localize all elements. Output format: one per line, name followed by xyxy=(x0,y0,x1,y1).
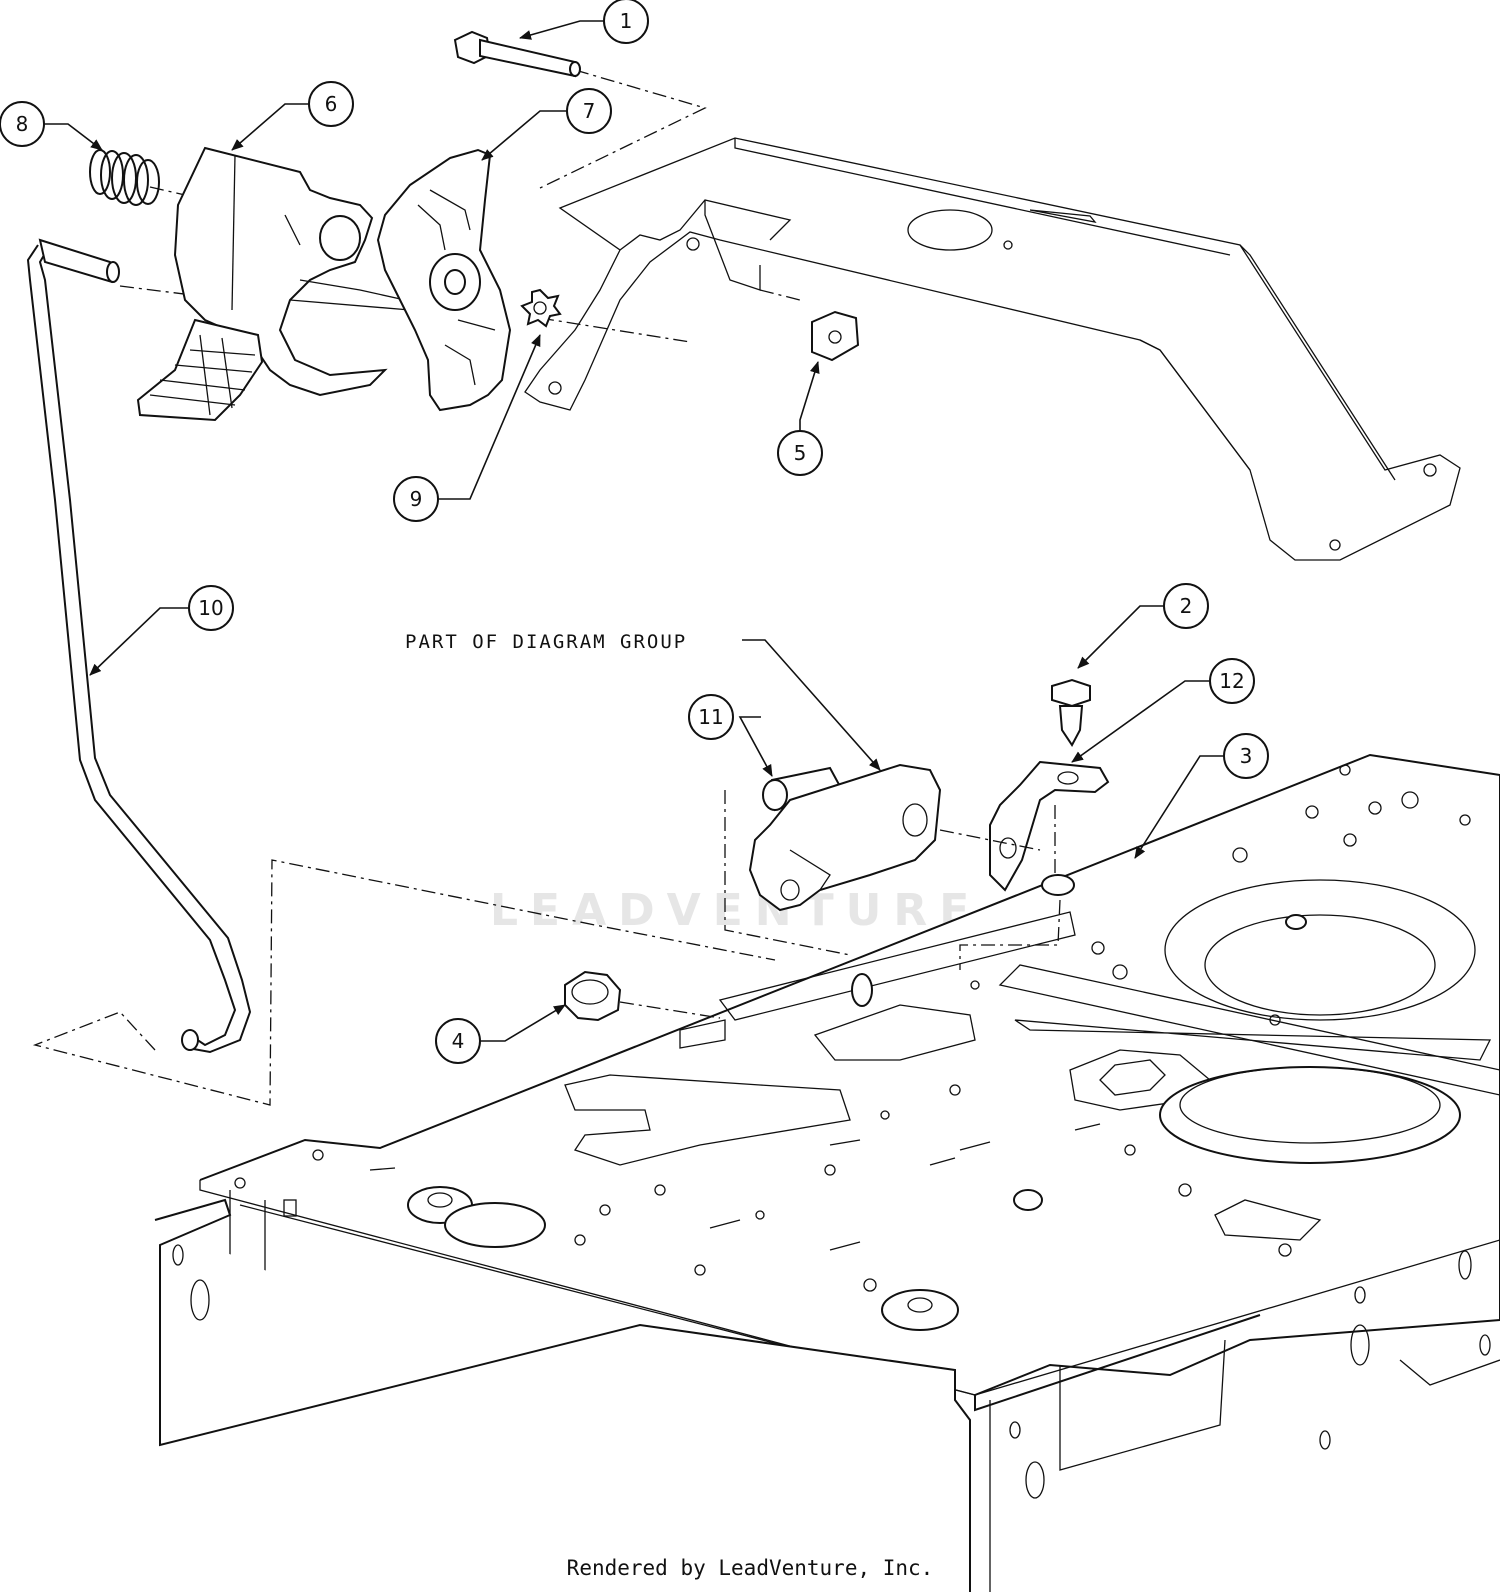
callout-6-label: 6 xyxy=(325,92,338,116)
callout-2: 2 xyxy=(1163,583,1209,629)
callout-12-label: 12 xyxy=(1219,669,1244,693)
part-9-star-washer xyxy=(520,288,562,328)
part-2-screw xyxy=(1051,678,1091,747)
callout-8: 8 xyxy=(0,101,45,147)
callout-11-label: 11 xyxy=(698,705,723,729)
part-12-bracket xyxy=(989,760,1110,892)
part-10-rod xyxy=(26,238,252,1054)
part-11-lever-arm xyxy=(748,763,942,912)
callout-3-label: 3 xyxy=(1240,744,1253,768)
part-1-bolt xyxy=(453,30,581,78)
render-credit-footer: Rendered by LeadVenture, Inc. xyxy=(566,1556,934,1580)
callout-10-label: 10 xyxy=(198,596,223,620)
part-5-clip xyxy=(811,310,860,362)
callout-6: 6 xyxy=(308,81,354,127)
callout-10: 10 xyxy=(188,585,234,631)
callout-8-label: 8 xyxy=(16,112,29,136)
part-6-pedal-housing xyxy=(136,146,411,422)
callout-5: 5 xyxy=(777,430,823,476)
callout-4: 4 xyxy=(435,1018,481,1064)
part-7-ratchet-plate xyxy=(376,148,512,412)
callout-2-label: 2 xyxy=(1180,594,1193,618)
callout-12: 12 xyxy=(1209,658,1255,704)
pedal-mount-bracket xyxy=(524,137,1461,561)
callout-1: 1 xyxy=(603,0,649,44)
callout-5-label: 5 xyxy=(794,441,807,465)
callout-7: 7 xyxy=(566,88,612,134)
part-4-nut xyxy=(564,970,622,1022)
callout-7-label: 7 xyxy=(583,99,596,123)
frame-deck xyxy=(154,753,1500,1592)
callout-9: 9 xyxy=(393,476,439,522)
callout-11: 11 xyxy=(688,694,734,740)
part-8-spring xyxy=(89,149,160,206)
diagram-group-note: PART OF DIAGRAM GROUP xyxy=(405,631,687,653)
callout-9-label: 9 xyxy=(410,487,423,511)
callout-1-label: 1 xyxy=(620,9,633,33)
callout-3: 3 xyxy=(1223,733,1269,779)
watermark-text: LEADVENTURE xyxy=(490,885,981,936)
callout-4-label: 4 xyxy=(452,1029,465,1053)
